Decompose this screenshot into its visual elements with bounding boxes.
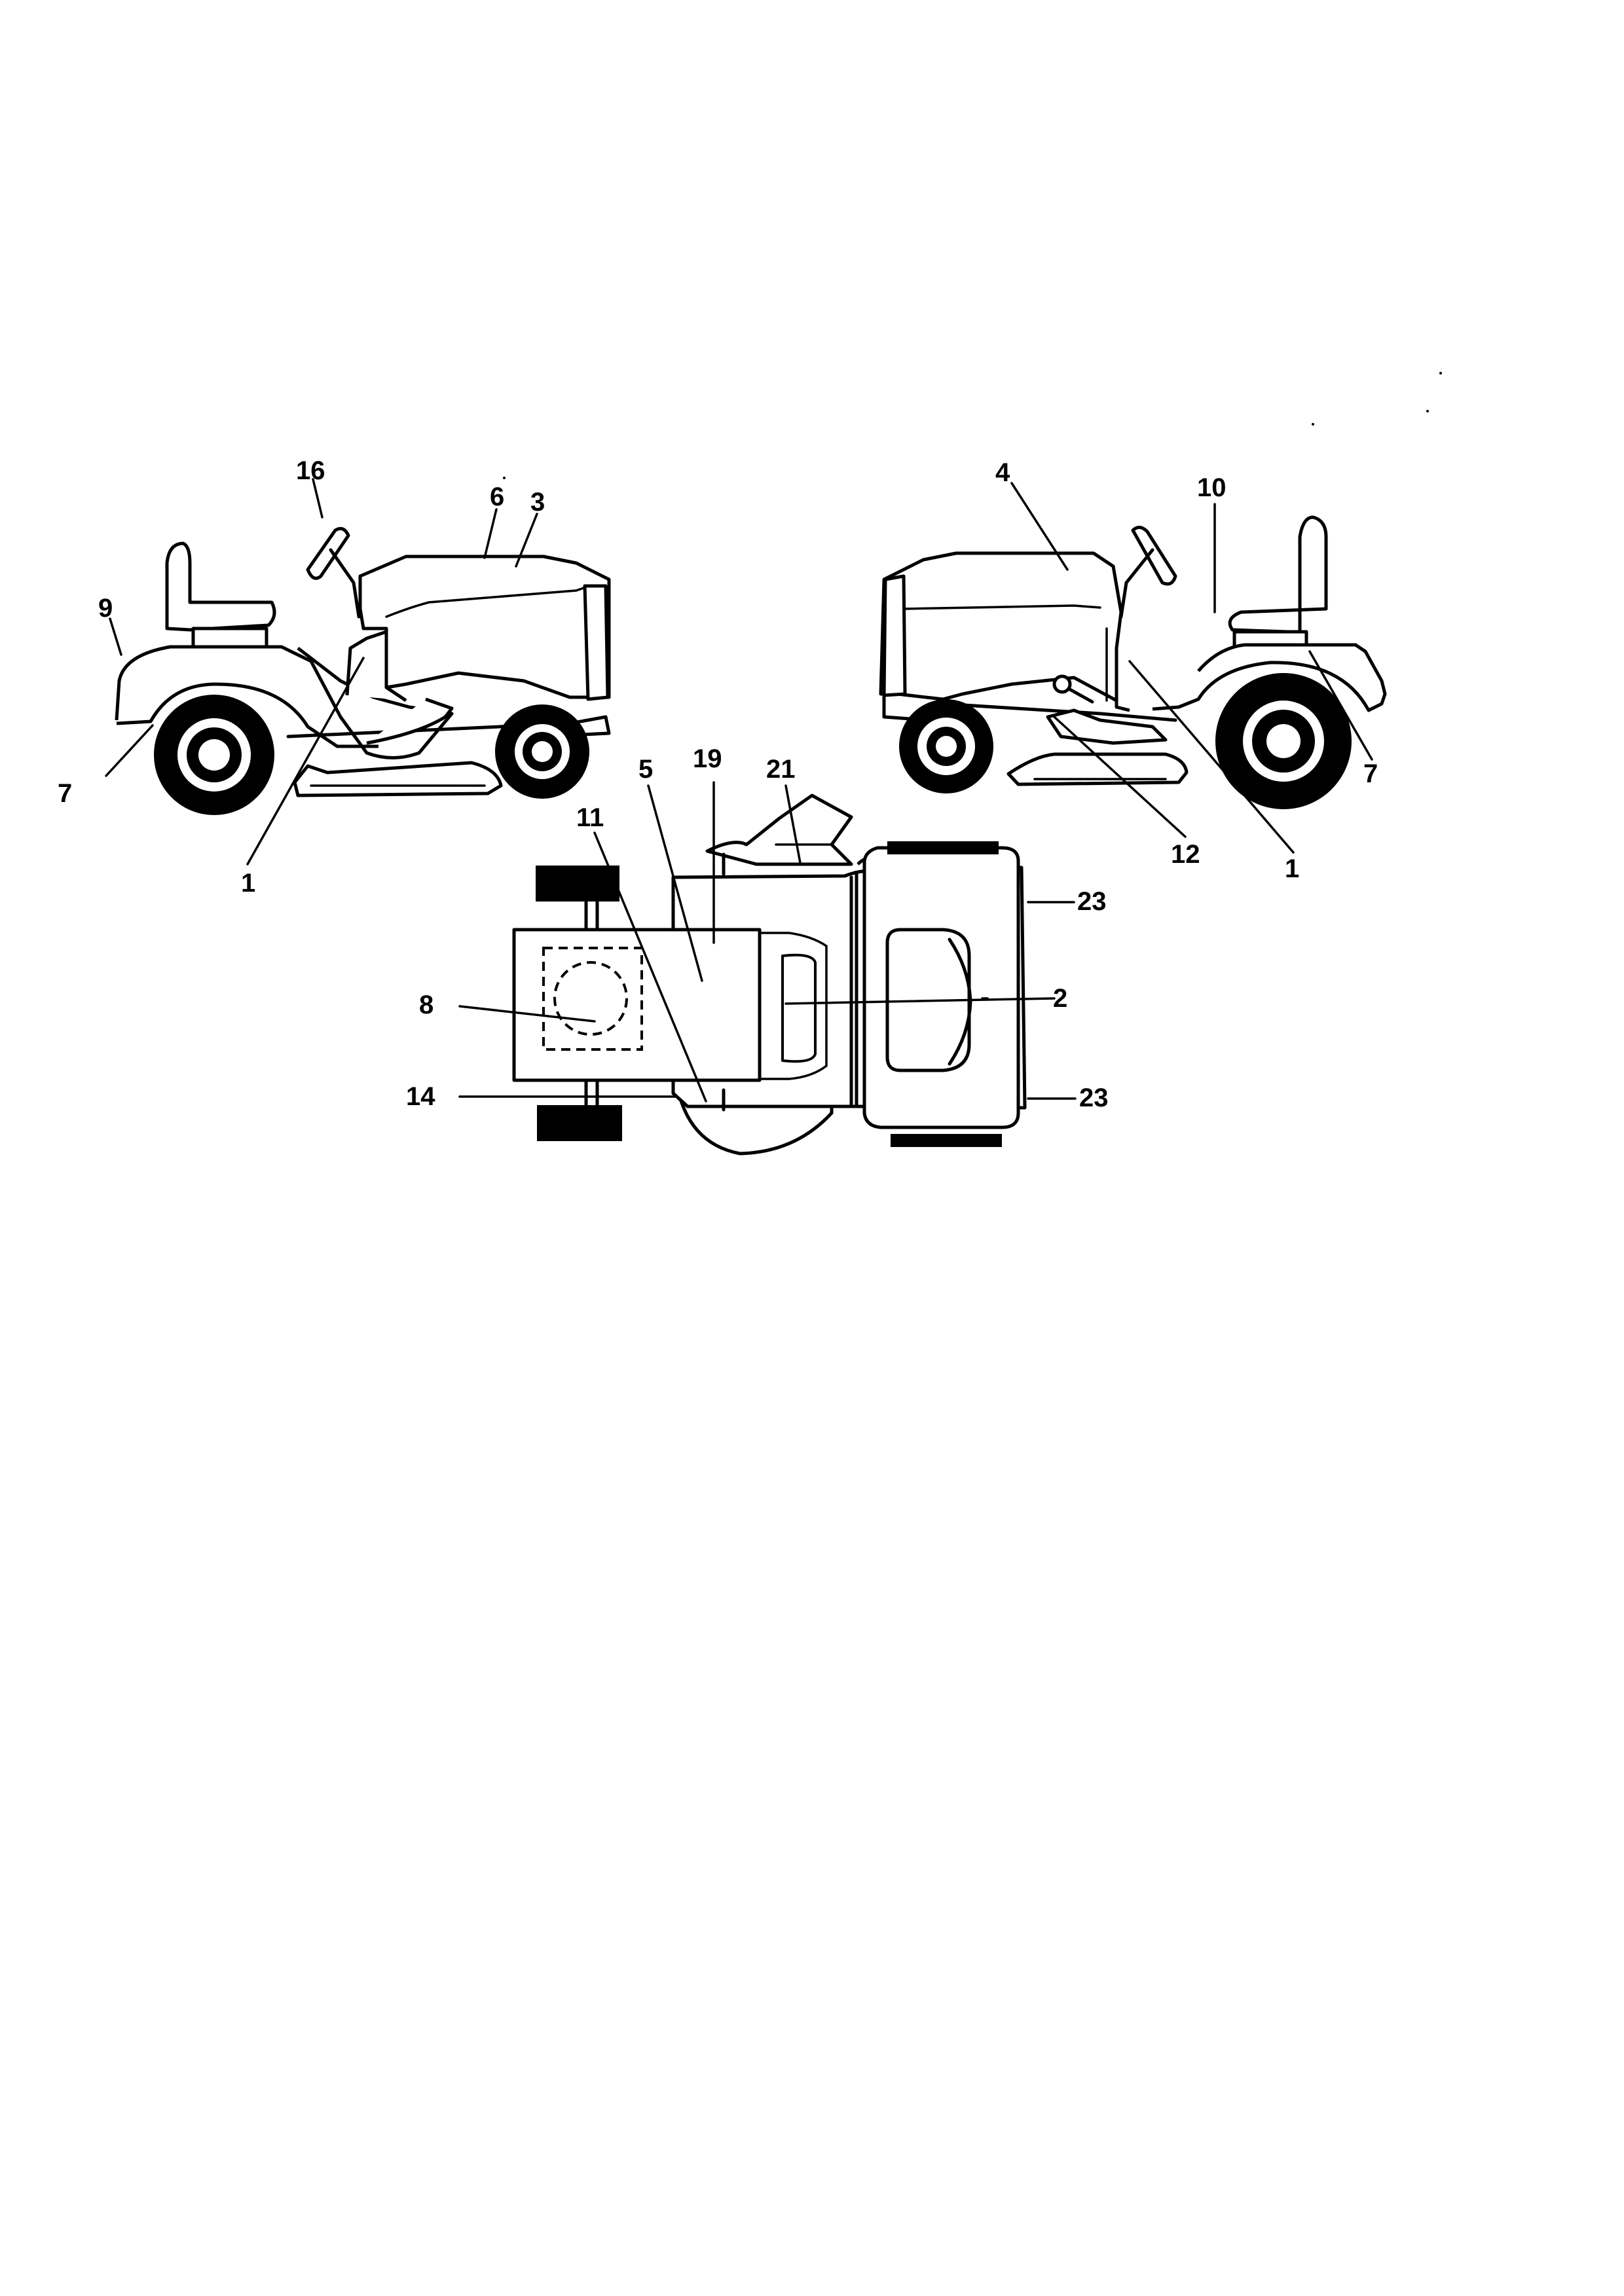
callout-2: 2	[1053, 984, 1067, 1013]
callout-23-top: 23	[1077, 887, 1107, 916]
top-view	[512, 793, 1027, 1156]
callout-6: 6	[490, 483, 504, 511]
callout-1-left: 1	[241, 869, 255, 898]
callout-3: 3	[530, 488, 545, 517]
callout-21: 21	[766, 755, 796, 784]
callout-14: 14	[406, 1082, 435, 1111]
callout-23-bottom: 23	[1079, 1084, 1109, 1112]
callout-labels: 16 6 3 9 7 1 4 10 7 12 1 5 19 21 11 8 14…	[58, 456, 1378, 1112]
callout-7-left: 7	[58, 779, 72, 808]
callout-11: 11	[576, 803, 604, 832]
callout-9: 9	[98, 594, 113, 623]
callout-5: 5	[638, 755, 653, 784]
scan-dot	[1312, 423, 1314, 426]
callout-8: 8	[419, 991, 434, 1019]
callout-1-right: 1	[1285, 854, 1299, 883]
right-side-view	[879, 515, 1387, 809]
callout-7-right: 7	[1363, 759, 1378, 788]
scan-dot	[503, 477, 506, 479]
scan-dot	[1439, 372, 1442, 374]
callout-19: 19	[693, 744, 722, 773]
callout-10: 10	[1197, 473, 1227, 502]
callout-12: 12	[1171, 840, 1200, 869]
left-side-view	[115, 526, 611, 815]
leader-lines	[105, 478, 1373, 1102]
callout-16: 16	[296, 456, 325, 485]
callout-4: 4	[995, 458, 1010, 487]
scan-dot	[1426, 410, 1429, 412]
